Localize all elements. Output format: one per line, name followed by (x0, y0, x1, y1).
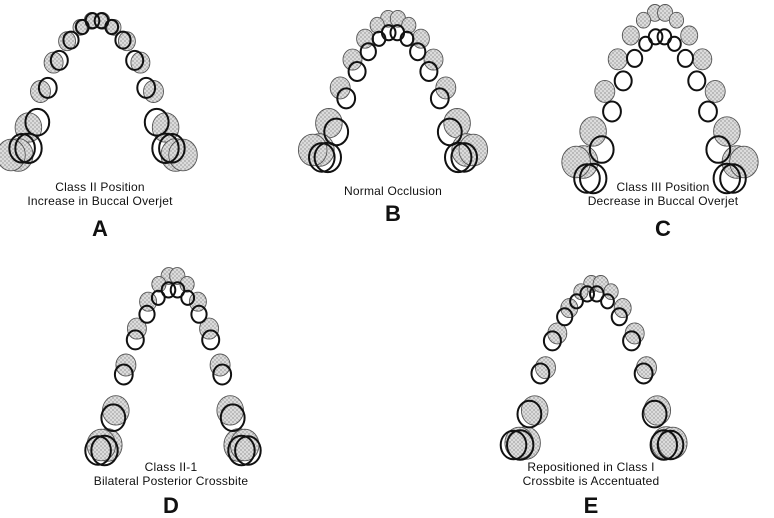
caption-b: Normal Occlusion (300, 184, 486, 198)
panel-b: Normal Occlusion B (300, 0, 490, 240)
panel-letter-c: C (560, 218, 766, 240)
upper-arch-a (0, 12, 197, 171)
caption-d-line1: Class II-1 (40, 460, 302, 474)
caption-b-line1: Normal Occlusion (300, 184, 486, 198)
caption-e-line2: Crossbite is Accentuated (465, 474, 717, 488)
upper-tooth (637, 357, 657, 379)
caption-a-line2: Increase in Buccal Overjet (0, 194, 200, 208)
upper-tooth (669, 12, 683, 28)
upper-tooth (625, 323, 644, 344)
upper-tooth (424, 49, 443, 70)
lower-tooth (678, 50, 693, 67)
panel-e: Repositioned in Class I Crossbite is Acc… (465, 265, 715, 518)
upper-tooth (459, 134, 488, 166)
arch-diagram-a (0, 0, 230, 180)
lower-tooth (627, 50, 642, 67)
panel-letter-a: A (0, 218, 200, 240)
caption-c-line2: Decrease in Buccal Overjet (560, 194, 766, 208)
arch-diagram-b (300, 0, 490, 180)
upper-tooth (521, 396, 548, 425)
lower-arch-d (85, 282, 260, 465)
lower-tooth (603, 102, 621, 122)
upper-tooth (0, 139, 25, 171)
arch-diagram-c (560, 0, 774, 180)
caption-d-line2: Bilateral Posterior Crossbite (40, 474, 302, 488)
upper-tooth (681, 26, 698, 45)
caption-a-line1: Class II Position (0, 180, 200, 194)
arch-diagram-d (40, 265, 290, 455)
upper-tooth (622, 26, 639, 45)
panel-c: Class III Position Decrease in Buccal Ov… (560, 0, 774, 240)
upper-tooth (636, 12, 650, 28)
lower-tooth (699, 102, 717, 122)
lower-tooth (615, 71, 632, 90)
panel-letter-d: D (40, 495, 302, 517)
panel-letter-e: E (465, 495, 717, 517)
lower-tooth (668, 37, 681, 51)
upper-tooth (536, 357, 556, 379)
caption-c: Class III Position Decrease in Buccal Ov… (560, 180, 766, 208)
caption-e: Repositioned in Class I Crossbite is Acc… (465, 460, 717, 488)
upper-tooth (705, 80, 725, 102)
panel-a: Class II Position Increase in Buccal Ove… (0, 0, 230, 240)
caption-a: Class II Position Increase in Buccal Ove… (0, 180, 200, 208)
caption-c-line1: Class III Position (560, 180, 766, 194)
upper-tooth (604, 284, 618, 300)
caption-e-line1: Repositioned in Class I (465, 460, 717, 474)
upper-tooth (357, 29, 374, 48)
upper-tooth (595, 80, 615, 102)
upper-tooth (608, 49, 627, 70)
panel-letter-b: B (300, 203, 486, 225)
lower-arch-c (574, 29, 746, 193)
lower-arch-e (501, 286, 684, 459)
upper-tooth (693, 49, 712, 70)
panel-d: Class II-1 Bilateral Posterior Crossbite… (40, 265, 290, 518)
upper-tooth (343, 49, 362, 70)
arch-diagram-e (465, 265, 715, 455)
upper-tooth (298, 134, 327, 166)
caption-d: Class II-1 Bilateral Posterior Crossbite (40, 460, 302, 488)
lower-tooth (688, 71, 705, 90)
lower-tooth (639, 37, 652, 51)
upper-tooth (412, 29, 429, 48)
